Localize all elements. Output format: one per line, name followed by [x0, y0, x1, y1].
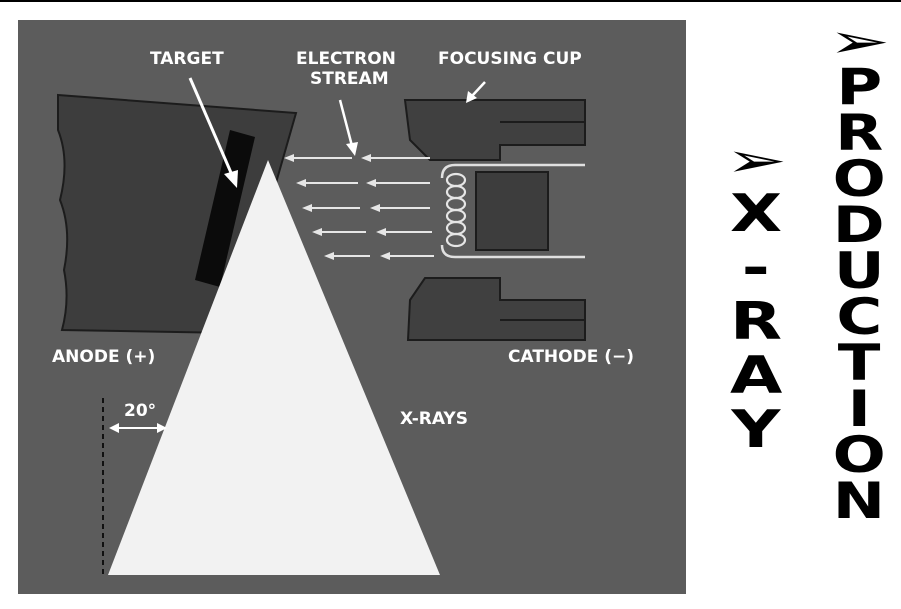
title-letter: R	[834, 104, 884, 162]
title-letter: N	[832, 472, 886, 530]
title-arrow-icon: ➢	[828, 14, 890, 68]
title-xray: ➢ X - R A Y	[716, 133, 796, 457]
cathode-label: CATHODE (−)	[508, 347, 634, 367]
title-production: ➢ P R O D U C T I O N	[818, 14, 900, 530]
target-label: TARGET	[150, 49, 224, 69]
electron-stream-pointer	[338, 99, 358, 156]
top-rule	[0, 0, 901, 2]
cathode-block	[475, 171, 549, 251]
title-letter: P	[836, 58, 882, 116]
title-letter: Y	[731, 400, 781, 460]
filament-coil	[445, 172, 467, 248]
focusing-cup-label: FOCUSING CUP	[438, 49, 582, 69]
title-letter: O	[832, 150, 886, 208]
xray-beam	[108, 160, 440, 575]
title-letter: U	[833, 242, 885, 300]
title-letter: X	[729, 184, 783, 244]
title-arrow-icon: ➢	[725, 133, 787, 187]
title-letter: -	[741, 238, 771, 298]
anode-label: ANODE (+)	[52, 347, 155, 367]
focusing-cup-pointer	[466, 81, 486, 103]
title-letter: I	[847, 380, 871, 438]
title-letter: A	[729, 346, 783, 406]
electron-stream-arrows	[284, 154, 434, 260]
target-pointer	[188, 77, 238, 188]
angle-double-arrow	[109, 423, 167, 433]
target-strip	[195, 130, 255, 287]
electron-stream-label-line1: ELECTRON	[296, 49, 396, 69]
angle-label: 20°	[124, 401, 156, 421]
title-letter: T	[837, 334, 881, 392]
title-letter: O	[832, 426, 886, 484]
focusing-cup-top	[403, 99, 586, 161]
title-letter: R	[729, 292, 783, 352]
electron-stream-label-line2: STREAM	[310, 69, 389, 89]
filament-wires	[440, 163, 585, 259]
title-letter: D	[833, 196, 885, 254]
xrays-label: X-RAYS	[400, 409, 468, 429]
title-letter: C	[836, 288, 882, 346]
